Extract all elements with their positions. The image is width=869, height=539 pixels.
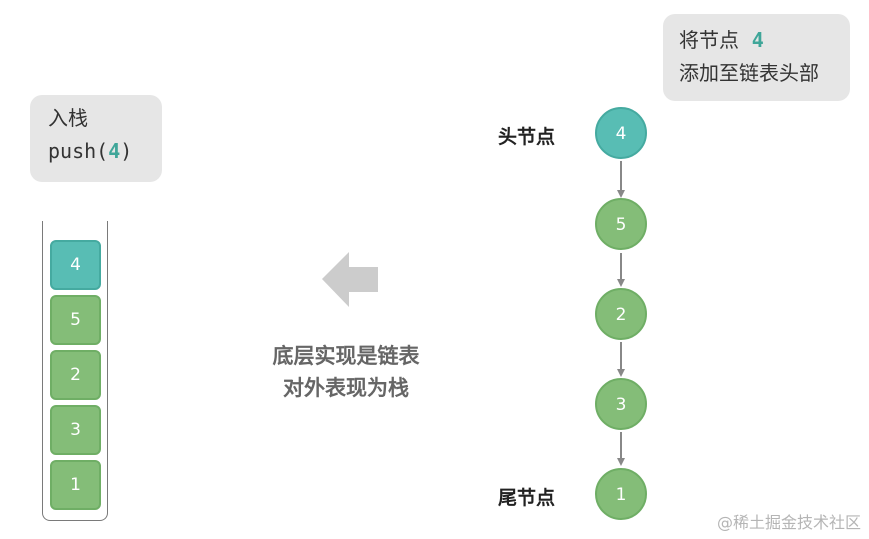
list-node-value: 2	[616, 305, 627, 325]
push-call: push(4)	[48, 135, 162, 168]
list-node-tail: 1	[595, 468, 647, 520]
center-caption: 底层实现是链表 对外表现为栈	[226, 340, 466, 404]
stack-item-bottom: 1	[50, 460, 101, 510]
stack-item: 5	[50, 295, 101, 345]
watermark: @稀土掘金技术社区	[716, 513, 861, 532]
center-caption-line2: 对外表现为栈	[283, 376, 409, 400]
add-node-text: 将节点	[679, 28, 739, 52]
stack-item: 2	[50, 350, 101, 400]
list-node: 3	[595, 378, 647, 430]
list-node-value: 3	[616, 395, 627, 415]
push-value: 4	[108, 139, 121, 163]
add-node-line2: 添加至链表头部	[679, 61, 819, 85]
center-caption-line1: 底层实现是链表	[272, 344, 420, 368]
push-call-close: )	[120, 139, 133, 163]
push-call-text: push(	[48, 139, 109, 163]
list-node-value: 5	[616, 215, 627, 235]
list-node: 2	[595, 288, 647, 340]
push-caption-bubble: 入栈 push(4)	[30, 95, 162, 182]
push-caption-title: 入栈	[48, 106, 88, 130]
stack-item-top: 4	[50, 240, 101, 290]
add-node-value: 4	[751, 28, 764, 52]
left-arrow-icon	[322, 252, 378, 307]
list-node-value: 1	[616, 485, 627, 505]
stack-item: 3	[50, 405, 101, 455]
list-node-head: 4	[593, 105, 649, 161]
head-node-label: 头节点	[498, 126, 556, 148]
tail-node-label: 尾节点	[498, 487, 556, 509]
list-node: 5	[595, 198, 647, 250]
list-node-value: 4	[616, 124, 627, 144]
add-node-line1: 将节点 4	[679, 24, 850, 57]
stack-container	[42, 221, 108, 521]
add-node-bubble: 将节点 4 添加至链表头部	[663, 14, 850, 101]
